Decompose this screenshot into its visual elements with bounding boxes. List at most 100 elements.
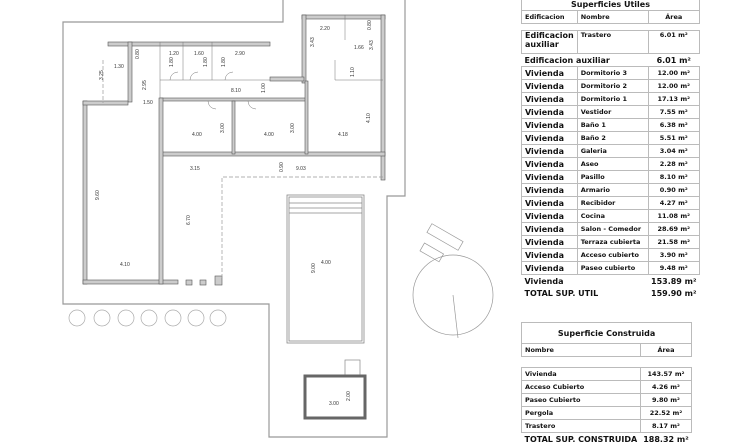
total-label: TOTAL SUP. CONSTRUIDA (524, 434, 638, 444)
dim-label: 4.00 (321, 260, 331, 266)
cell-area: 9.48 m² (647, 261, 700, 275)
dim-label: 1.80 (169, 57, 175, 67)
dim-label: 1.60 (194, 51, 204, 57)
cell-area: 9.80 m² (639, 393, 693, 407)
col-header: Área (639, 343, 693, 357)
dim-label: 3.25 (99, 70, 105, 80)
dim-label: 4.10 (120, 262, 130, 268)
dim-label: 3.00 (220, 123, 226, 133)
dim-label: 1.00 (261, 83, 267, 93)
dim-label: 0.80 (367, 20, 373, 30)
table-row: Edificacion auxiliar Trastero 6.01 m² (521, 30, 700, 54)
cell-nombre: Galeria (576, 144, 649, 158)
cell-edificacion: Vivienda (521, 105, 578, 119)
cell-nombre: Vivienda (521, 367, 641, 381)
storage-shed (303, 359, 367, 420)
dim-label: 9.00 (311, 263, 317, 273)
cell-edificacion: Edificacion auxiliar (521, 30, 578, 54)
dim-label: 4.18 (338, 132, 348, 138)
cell-nombre: Recibidor (576, 196, 649, 210)
cell-nombre: Trastero (521, 419, 641, 433)
subtotal-row: Vivienda 153.89 m² (522, 275, 700, 288)
dim-label: 1.80 (203, 57, 209, 67)
col-header: Nombre (521, 343, 641, 357)
dim-label: 6.70 (186, 215, 192, 225)
cell-edificacion: Vivienda (521, 235, 578, 249)
dim-label: 3.43 (310, 37, 316, 47)
col-header: Edificacion (521, 10, 578, 24)
dim-label: 2.00 (346, 391, 352, 401)
cell-area: 0.90 m² (647, 183, 700, 197)
subtotal-label: Edificacion auxiliar (524, 55, 610, 65)
pergola-outline (102, 60, 383, 278)
cell-edificacion: Vivienda (521, 196, 578, 210)
cell-nombre: Dormitorio 3 (576, 66, 649, 80)
cell-nombre: Cocina (576, 209, 649, 223)
cell-edificacion: Vivienda (521, 79, 578, 93)
table-title: Superficie Construida (520, 322, 693, 344)
dim-label: 9.03 (296, 166, 306, 172)
cell-edificacion: Vivienda (521, 66, 578, 80)
total-label: TOTAL SUP. UTIL (524, 288, 599, 298)
subtotal-area: 153.89 m² (651, 276, 697, 286)
dim-label: 0.90 (279, 162, 285, 172)
cell-nombre: Pergola (521, 406, 641, 420)
dim-label: 3.00 (329, 401, 339, 407)
cell-area: 21.58 m² (647, 235, 700, 249)
col-header: Área (647, 10, 700, 24)
subtotal-label: Vivienda (524, 276, 564, 286)
cell-area: 28.69 m² (647, 222, 700, 236)
cell-edificacion: Vivienda (521, 209, 578, 223)
cell-area: 3.04 m² (647, 144, 700, 158)
dim-label: 1.50 (143, 100, 153, 106)
dim-label: 3.43 (369, 40, 375, 50)
cell-nombre: Salon - Comedor (576, 222, 649, 236)
cell-edificacion: Vivienda (521, 92, 578, 106)
superficie-construida-table: Superficie Construida Nombre Área Vivien… (520, 322, 693, 445)
cell-nombre: Dormitorio 2 (576, 79, 649, 93)
cell-area: 8.17 m² (639, 419, 693, 433)
cell-area: 143.57 m² (639, 367, 693, 381)
cell-nombre: Aseo (576, 157, 649, 171)
cell-nombre: Armario (576, 183, 649, 197)
dim-label: 1.30 (114, 64, 124, 70)
cell-area: 7.55 m² (647, 105, 700, 119)
table-title: Superficies Utiles (521, 0, 700, 11)
dim-label: 2.20 (320, 26, 330, 32)
cell-edificacion: Vivienda (521, 144, 578, 158)
cell-area: 6.01 m² (647, 30, 700, 54)
cell-nombre: Acceso Cubierto (521, 380, 641, 394)
cell-area: 6.38 m² (647, 118, 700, 132)
plot-boundary (62, 0, 406, 438)
cell-area: 5.51 m² (647, 131, 700, 145)
interior-lines (159, 15, 383, 110)
pool (286, 194, 365, 344)
round-terrace (412, 223, 494, 339)
cell-area: 17.13 m² (647, 92, 700, 106)
cell-area: 12.00 m² (647, 66, 700, 80)
cell-edificacion: Vivienda (521, 261, 578, 275)
total-area: 188.32 m² (643, 434, 689, 444)
cell-edificacion: Vivienda (521, 157, 578, 171)
dim-label: 9.60 (95, 190, 101, 200)
walls (82, 14, 386, 286)
cell-nombre: Baño 2 (576, 131, 649, 145)
cell-nombre: Paseo Cubierto (521, 393, 641, 407)
total-area: 159.90 m² (651, 288, 697, 298)
cell-area: 4.27 m² (647, 196, 700, 210)
cell-nombre: Paseo cubierto (576, 261, 649, 275)
cell-area: 2.28 m² (647, 157, 700, 171)
